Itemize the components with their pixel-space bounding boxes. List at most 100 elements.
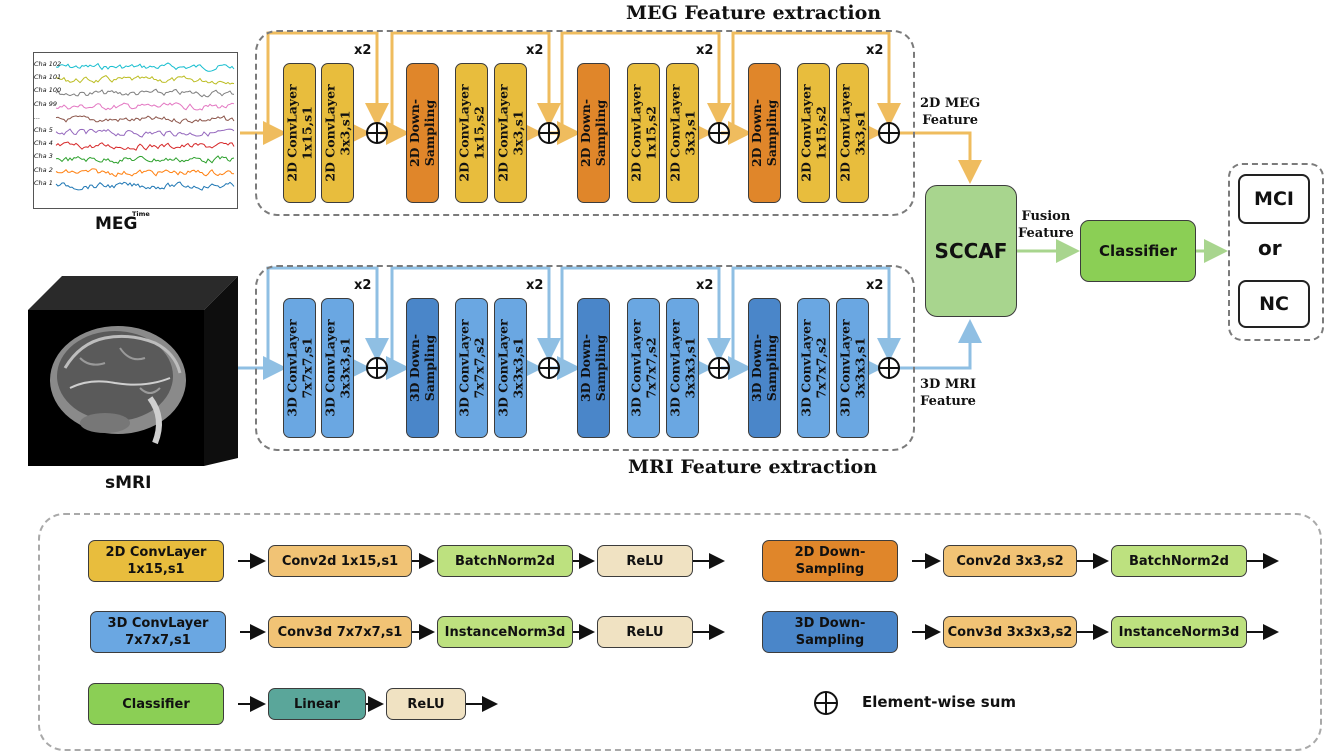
meg_branch-g1-conv_b-block: 2D ConvLayer 3x3,s1 <box>321 63 354 203</box>
meg_branch-g4-down-block-label: 2D Down- Sampling <box>749 98 780 168</box>
legend-down3d-step-1: Conv3d 3x3x3,s2 <box>943 616 1077 648</box>
legend-conv2d-step-2: BatchNorm2d <box>437 545 573 577</box>
meg_branch-g4-repeat: x2 <box>866 43 884 58</box>
legend-conv3d-label: 3D ConvLayer 7x7x7,s1 <box>90 611 226 653</box>
meg-branch-title: MEG Feature extraction <box>626 2 882 24</box>
meg_branch-g3-conv_b-block: 2D ConvLayer 3x3,s1 <box>666 63 699 203</box>
mri_branch-g2-down-block-label: 3D Down- Sampling <box>407 333 438 403</box>
legend-conv3d-step-2: InstanceNorm3d <box>437 616 573 648</box>
meg-axis-label: Time <box>132 210 150 218</box>
smri-volume-image <box>28 276 238 466</box>
meg-branch-frame <box>255 30 915 216</box>
legend-down3d-step-2: InstanceNorm3d <box>1111 616 1247 648</box>
classifier-block: Classifier <box>1080 220 1196 282</box>
mri_branch-g2-conv_s2-block-label: 3D ConvLayer 7x7x7,s2 <box>456 319 487 417</box>
meg_branch-g1-conv_a-block: 2D ConvLayer 1x15,s1 <box>283 63 316 203</box>
meg-trace-7 <box>55 141 235 151</box>
meg-trace-8 <box>55 155 235 164</box>
mri_branch-g4-down-block: 3D Down- Sampling <box>748 298 781 438</box>
mri_branch-g2-down-block: 3D Down- Sampling <box>406 298 439 438</box>
mri_branch-g4-down-block-label: 3D Down- Sampling <box>749 333 780 403</box>
mri_branch-g4-conv_s2-block: 3D ConvLayer 7x7x7,s2 <box>797 298 830 438</box>
mri_branch-g4-conv_b-block: 3D ConvLayer 3x3x3,s1 <box>836 298 869 438</box>
mri_branch-g1-conv_a-block-label: 3D ConvLayer 7x7x7,s1 <box>284 319 315 417</box>
meg_branch-g3-repeat: x2 <box>696 43 714 58</box>
meg_branch-g4-conv_b-block: 2D ConvLayer 3x3,s1 <box>836 63 869 203</box>
output-or: or <box>1258 236 1282 260</box>
mri_branch-g3-repeat: x2 <box>696 278 714 293</box>
mri-branch-frame <box>255 265 915 451</box>
legend-sum-label: Element-wise sum <box>862 693 1016 711</box>
meg-channel-label: Cha 4 <box>34 139 53 148</box>
sccaf-module: SCCAF <box>925 185 1017 317</box>
meg_branch-g4-down-block: 2D Down- Sampling <box>748 63 781 203</box>
meg-trace-1 <box>55 62 235 72</box>
meg-channel-label: Cha 3 <box>34 152 53 161</box>
mri_branch-g1-conv_b-block-label: 3D ConvLayer 3x3x3,s1 <box>322 319 353 417</box>
mri_branch-g4-conv_b-block-label: 3D ConvLayer 3x3x3,s1 <box>837 319 868 417</box>
mri_branch-g3-down-block-label: 3D Down- Sampling <box>578 333 609 403</box>
meg_branch-g3-conv_s2-block: 2D ConvLayer 1x15,s2 <box>627 63 660 203</box>
mri-feature-label: 3D MRI Feature <box>920 377 977 409</box>
meg-channel-label: Cha 100 <box>34 86 62 95</box>
mri_branch-g1-conv_a-block: 3D ConvLayer 7x7x7,s1 <box>283 298 316 438</box>
meg_branch-g3-down-block: 2D Down- Sampling <box>577 63 610 203</box>
meg-trace-2 <box>55 75 235 85</box>
output-mci: MCI <box>1238 174 1310 224</box>
meg-trace-10 <box>55 181 235 191</box>
mri_branch-g3-conv_s2-block-label: 3D ConvLayer 7x7x7,s2 <box>628 319 659 417</box>
mri_branch-g4-repeat: x2 <box>866 278 884 293</box>
meg_branch-g2-repeat: x2 <box>526 43 544 58</box>
legend-conv2d-step-3: ReLU <box>597 545 693 577</box>
meg_branch-g2-down-block: 2D Down- Sampling <box>406 63 439 203</box>
meg_branch-g1-conv_b-block-label: 2D ConvLayer 3x3,s1 <box>322 84 353 182</box>
legend-down2d-step-2: BatchNorm2d <box>1111 545 1247 577</box>
mri_branch-g2-conv_b-block: 3D ConvLayer 3x3x3,s1 <box>494 298 527 438</box>
meg-channel-label: Cha 102 <box>34 60 62 68</box>
meg-channel-label: Cha 101 <box>34 73 62 82</box>
meg-channel-label: Cha 5 <box>34 126 53 134</box>
meg-trace-9 <box>55 168 235 178</box>
mri_branch-g3-conv_b-block-label: 3D ConvLayer 3x3x3,s1 <box>667 319 698 417</box>
meg_branch-g2-conv_b-block-label: 2D ConvLayer 3x3,s1 <box>495 84 526 182</box>
legend-conv2d-step-1: Conv2d 1x15,s1 <box>268 545 412 577</box>
legend-conv3d-step-3: ReLU <box>597 616 693 648</box>
mri_branch-g2-repeat: x2 <box>526 278 544 293</box>
legend-frame <box>38 513 1322 751</box>
mri-branch-title: MRI Feature extraction <box>628 456 878 478</box>
mri_branch-g2-conv_b-block-label: 3D ConvLayer 3x3x3,s1 <box>495 319 526 417</box>
meg-trace-4 <box>55 102 235 111</box>
legend-classifier-label: Classifier <box>88 683 224 725</box>
legend-classifier-step-2: ReLU <box>386 688 466 720</box>
meg_branch-g1-conv_a-block-label: 2D ConvLayer 1x15,s1 <box>284 84 315 182</box>
meg-input-label: MEG <box>95 214 138 234</box>
meg-trace-6 <box>55 128 235 138</box>
meg_branch-g2-down-block-label: 2D Down- Sampling <box>407 98 438 168</box>
meg_branch-g4-conv_b-block-label: 2D ConvLayer 3x3,s1 <box>837 84 868 182</box>
meg_branch-g2-conv_b-block: 2D ConvLayer 3x3,s1 <box>494 63 527 203</box>
mri_branch-g3-conv_b-block: 3D ConvLayer 3x3x3,s1 <box>666 298 699 438</box>
legend-down2d-label: 2D Down- Sampling <box>762 540 898 582</box>
meg-channel-label: Cha 1 <box>34 178 53 187</box>
mri_branch-g2-conv_s2-block: 3D ConvLayer 7x7x7,s2 <box>455 298 488 438</box>
legend-classifier-step-1: Linear <box>268 688 366 720</box>
meg_branch-g2-conv_s2-block: 2D ConvLayer 1x15,s2 <box>455 63 488 203</box>
output-nc: NC <box>1238 280 1310 328</box>
meg_branch-g4-conv_s2-block: 2D ConvLayer 1x15,s2 <box>797 63 830 203</box>
meg_branch-g2-conv_s2-block-label: 2D ConvLayer 1x15,s2 <box>456 84 487 182</box>
meg_branch-g3-conv_b-block-label: 2D ConvLayer 3x3,s1 <box>667 84 698 182</box>
meg_branch-g1-repeat: x2 <box>354 43 372 58</box>
mri_branch-g4-conv_s2-block-label: 3D ConvLayer 7x7x7,s2 <box>798 319 829 417</box>
meg-feature-label: 2D MEG Feature <box>920 96 981 128</box>
output-frame <box>1228 163 1324 341</box>
mri_branch-g1-conv_b-block: 3D ConvLayer 3x3x3,s1 <box>321 298 354 438</box>
legend-down3d-label: 3D Down- Sampling <box>762 611 898 653</box>
mri-input-label: sMRI <box>105 473 152 493</box>
legend-down2d-step-1: Conv2d 3x3,s2 <box>943 545 1077 577</box>
legend-conv2d-label: 2D ConvLayer 1x15,s1 <box>88 540 224 582</box>
meg-channel-label: ... <box>34 112 41 121</box>
mri_branch-g1-repeat: x2 <box>354 278 372 293</box>
meg-channel-label: Cha 99 <box>34 99 57 108</box>
fusion-feature-label: Fusion Feature <box>1018 209 1074 241</box>
